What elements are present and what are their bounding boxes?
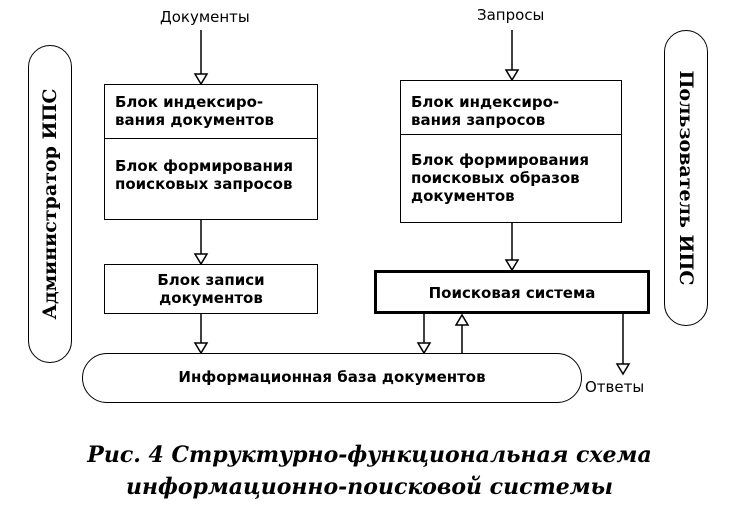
user-panel: Пользователь ИПС xyxy=(664,30,708,326)
figure-caption-line2: информационно-поисковой системы xyxy=(125,474,614,500)
queries-input-label: Запросы xyxy=(477,6,545,24)
query-forming-block: Блок формирования поисковых запросов xyxy=(115,157,293,193)
user-label: Пользователь ИПС xyxy=(675,70,697,286)
arrowhead-db-right xyxy=(416,342,432,355)
right-processing-block: Блок индексиро- вания запросов Блок форм… xyxy=(400,80,622,223)
document-database-label: Информационная база документов xyxy=(178,368,486,386)
arrowhead-documents xyxy=(193,73,209,86)
left-block-divider xyxy=(105,138,317,139)
figure-caption-line1: Рис. 4 Структурно-функциональная схема xyxy=(87,442,652,468)
arrowhead-db-left xyxy=(193,342,209,355)
admin-panel: Администратор ИПС xyxy=(28,45,72,363)
admin-label: Администратор ИПС xyxy=(39,88,61,320)
document-indexing-block: Блок индексиро- вания документов xyxy=(115,93,275,129)
search-system-block: Поисковая система xyxy=(374,270,650,314)
document-record-label: Блок записи документов xyxy=(157,271,265,307)
arrowhead-answers xyxy=(615,363,631,376)
document-record-block: Блок записи документов xyxy=(104,264,318,314)
arrowhead-search-up xyxy=(454,313,470,326)
search-system-label: Поисковая система xyxy=(428,284,596,302)
query-indexing-block: Блок индексиро- вания запросов xyxy=(411,93,560,129)
document-database: Информационная база документов xyxy=(82,353,582,403)
left-processing-block: Блок индексиро- вания документов Блок фо… xyxy=(104,84,318,220)
arrowhead-queries xyxy=(504,69,520,82)
right-block-divider xyxy=(401,134,621,135)
document-image-forming-block: Блок формирования поисковых образов доку… xyxy=(411,151,589,205)
arrowhead-search xyxy=(504,259,520,272)
arrowhead-record xyxy=(193,253,209,266)
documents-input-label: Документы xyxy=(160,8,250,26)
answers-output-label: Ответы xyxy=(585,378,645,396)
